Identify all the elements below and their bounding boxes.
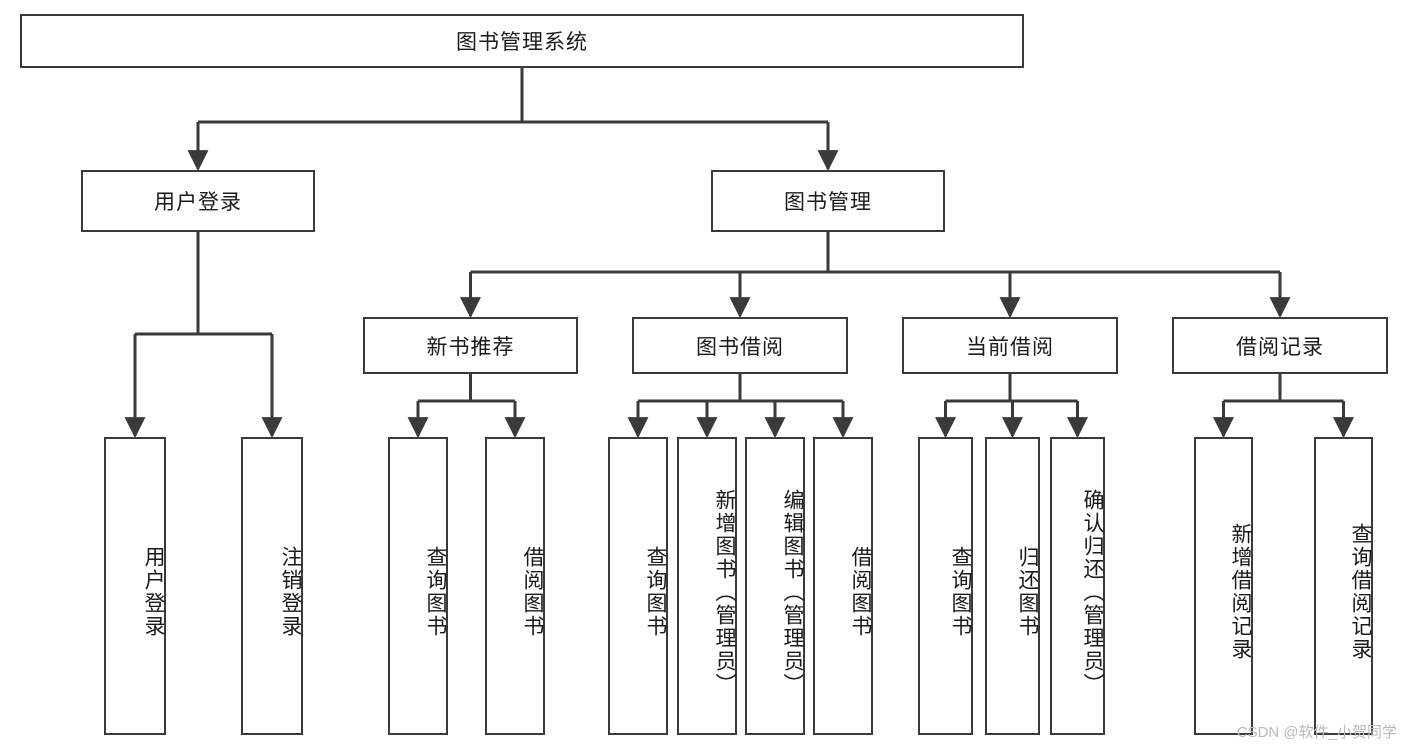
node-bookmgmt: 图书管理 (711, 170, 945, 232)
node-label: 图书管理 (784, 191, 872, 214)
node-leaf-3: 查询图书 (388, 437, 448, 735)
node-root: 图书管理系统 (20, 14, 1024, 68)
node-label: 编辑图书（管理员） (781, 488, 804, 696)
node-leaf-12: 新增借阅记录 (1194, 437, 1253, 735)
node-label: 借阅图书 (849, 546, 872, 638)
node-label: 新书推荐 (426, 335, 515, 359)
node-label: 新增借阅记录 (1229, 523, 1252, 661)
node-leaf-9: 查询图书 (918, 437, 973, 735)
node-label: 用户登录 (142, 546, 165, 638)
node-label: 新增图书（管理员） (713, 488, 736, 696)
node-label: 查询图书 (949, 546, 972, 638)
node-label: 确认归还（管理员） (1081, 488, 1104, 696)
node-borrow: 图书借阅 (632, 317, 848, 374)
node-login: 用户登录 (81, 170, 315, 232)
node-leaf-8: 借阅图书 (813, 437, 873, 735)
node-leaf-11: 确认归还（管理员） (1050, 437, 1105, 735)
node-label: 查询借阅记录 (1349, 523, 1372, 661)
node-label: 查询图书 (644, 546, 667, 638)
node-label: 当前借阅 (966, 335, 1054, 359)
node-leaf-1: 用户登录 (104, 437, 166, 735)
node-leaf-10: 归还图书 (985, 437, 1040, 735)
watermark: CSDN @软件_小贺同学 (1236, 724, 1397, 741)
node-leaf-5: 查询图书 (608, 437, 668, 735)
node-label: 借阅图书 (521, 546, 544, 638)
node-label: 用户登录 (154, 191, 242, 214)
node-leaf-6: 新增图书（管理员） (677, 437, 737, 735)
node-label: 图书借阅 (696, 335, 784, 359)
node-label: 借阅记录 (1236, 335, 1324, 359)
node-leaf-7: 编辑图书（管理员） (745, 437, 805, 735)
node-label: 归还图书 (1016, 546, 1039, 638)
node-records: 借阅记录 (1172, 317, 1388, 374)
node-leaf-4: 借阅图书 (485, 437, 545, 735)
node-leaf-2: 注销登录 (241, 437, 303, 735)
node-label: 查询图书 (424, 546, 447, 638)
node-label: 图书管理系统 (456, 31, 588, 54)
node-leaf-13: 查询借阅记录 (1314, 437, 1373, 735)
node-newbook: 新书推荐 (363, 317, 578, 374)
node-label: 注销登录 (279, 546, 302, 638)
node-current: 当前借阅 (902, 317, 1118, 374)
